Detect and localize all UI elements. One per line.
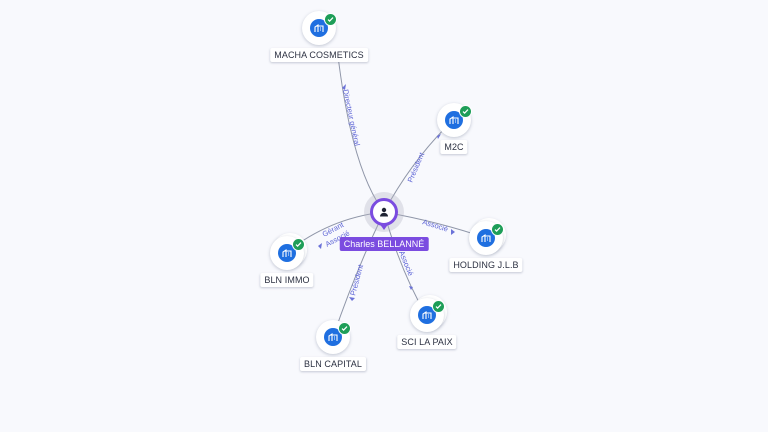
verified-check-icon <box>491 223 504 236</box>
company-label[interactable]: BLN CAPITAL <box>300 357 366 371</box>
building-icon <box>445 111 463 129</box>
building-icon <box>324 328 342 346</box>
arrow-bln-immo <box>318 243 322 249</box>
edge-label-macha-cosmetics: Directeur général <box>341 89 362 147</box>
arrow-m2c <box>437 134 441 139</box>
building-icon <box>310 19 328 37</box>
person-icon <box>370 198 398 226</box>
edge-label-holding-jlb: Associé <box>421 217 449 233</box>
edge-label-m2c: Président <box>406 150 427 184</box>
pin-tip <box>379 223 389 230</box>
arrow-macha-cosmetics <box>342 84 346 90</box>
verified-check-icon <box>432 300 445 313</box>
building-icon <box>418 306 436 324</box>
verified-check-icon <box>459 105 472 118</box>
arrow-bln-capital <box>349 297 355 301</box>
edge-macha-cosmetics <box>337 55 385 213</box>
arrow-sci-la-paix <box>409 286 413 290</box>
company-label[interactable]: BLN IMMO <box>260 273 314 287</box>
edge-label-sci-la-paix: Associé <box>397 249 415 277</box>
verified-check-icon <box>324 13 337 26</box>
person-label[interactable]: Charles BELLANNÉ <box>339 237 429 251</box>
building-icon <box>477 229 495 247</box>
company-label[interactable]: HOLDING J.L.B <box>449 258 523 272</box>
arrow-holding-jlb <box>451 229 455 235</box>
company-label[interactable]: SCI LA PAIX <box>397 335 457 349</box>
company-label[interactable]: MACHA COSMETICS <box>270 48 368 62</box>
building-icon <box>278 244 296 262</box>
company-label[interactable]: M2C <box>440 140 468 154</box>
verified-check-icon <box>338 322 351 335</box>
edge-label-bln-capital: Président <box>348 263 365 297</box>
verified-check-icon <box>292 238 305 251</box>
